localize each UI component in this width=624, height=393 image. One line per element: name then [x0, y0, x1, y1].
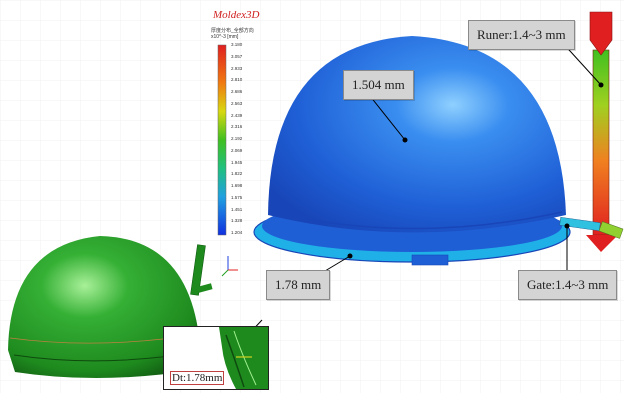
legend-title-line1: 厚度分布_全部方向 [211, 28, 254, 34]
legend-colorbar [217, 44, 227, 236]
legend-tick-label: 2.563 [231, 100, 243, 106]
blue-dome-model[interactable] [253, 36, 571, 266]
legend-title: 厚度分布_全部方向 x10^-3 [mm] [211, 28, 254, 40]
legend-tick-label: 1.451 [231, 206, 243, 212]
callout-gate: Gate:1.4~3 mm [518, 270, 618, 300]
legend-tick-label: 2.316 [231, 124, 243, 130]
legend-tick-label: 2.069 [231, 147, 243, 153]
leader-runner-dot [598, 82, 604, 88]
callout-runner: Runer:1.4~3 mm [468, 20, 575, 50]
legend-tick-label: 2.439 [231, 112, 243, 118]
legend-tick-label: 2.810 [231, 77, 243, 83]
axis-triad-icon [221, 256, 238, 277]
legend-tick-label: 1.698 [231, 183, 243, 188]
leader-top-dot [402, 137, 408, 143]
brand-label: Moldex3D [213, 9, 260, 21]
legend-tick-label: 1.575 [231, 194, 243, 200]
callout-top-thickness: 1.504 mm [343, 70, 414, 100]
leader-edge-dot [347, 253, 353, 259]
legend-tick-label: 2.686 [231, 89, 243, 94]
legend-tick-label: 1.945 [231, 159, 243, 165]
legend-tick-label: 1.328 [231, 218, 243, 224]
leader-top [369, 95, 406, 141]
legend-tick-label: 3.180 [231, 42, 243, 47]
zoom-inset: Dt:1.78mm [163, 326, 269, 390]
legend-tick-label: 1.204 [231, 230, 243, 235]
legend-title-line2: x10^-3 [mm] [211, 34, 239, 40]
legend-tick-label: 2.933 [231, 65, 243, 71]
leader-gate-dot [564, 223, 570, 229]
callout-edge-thickness: 1.78 mm [266, 270, 331, 300]
runner-sprue[interactable] [559, 11, 624, 252]
legend-tick-label: 1.822 [231, 171, 243, 177]
inset-detail-graphic [164, 327, 268, 389]
inset-label: Dt:1.78mm [170, 371, 225, 385]
legend-tick-label: 2.192 [231, 136, 243, 141]
legend-tick-label: 3.057 [231, 53, 243, 59]
